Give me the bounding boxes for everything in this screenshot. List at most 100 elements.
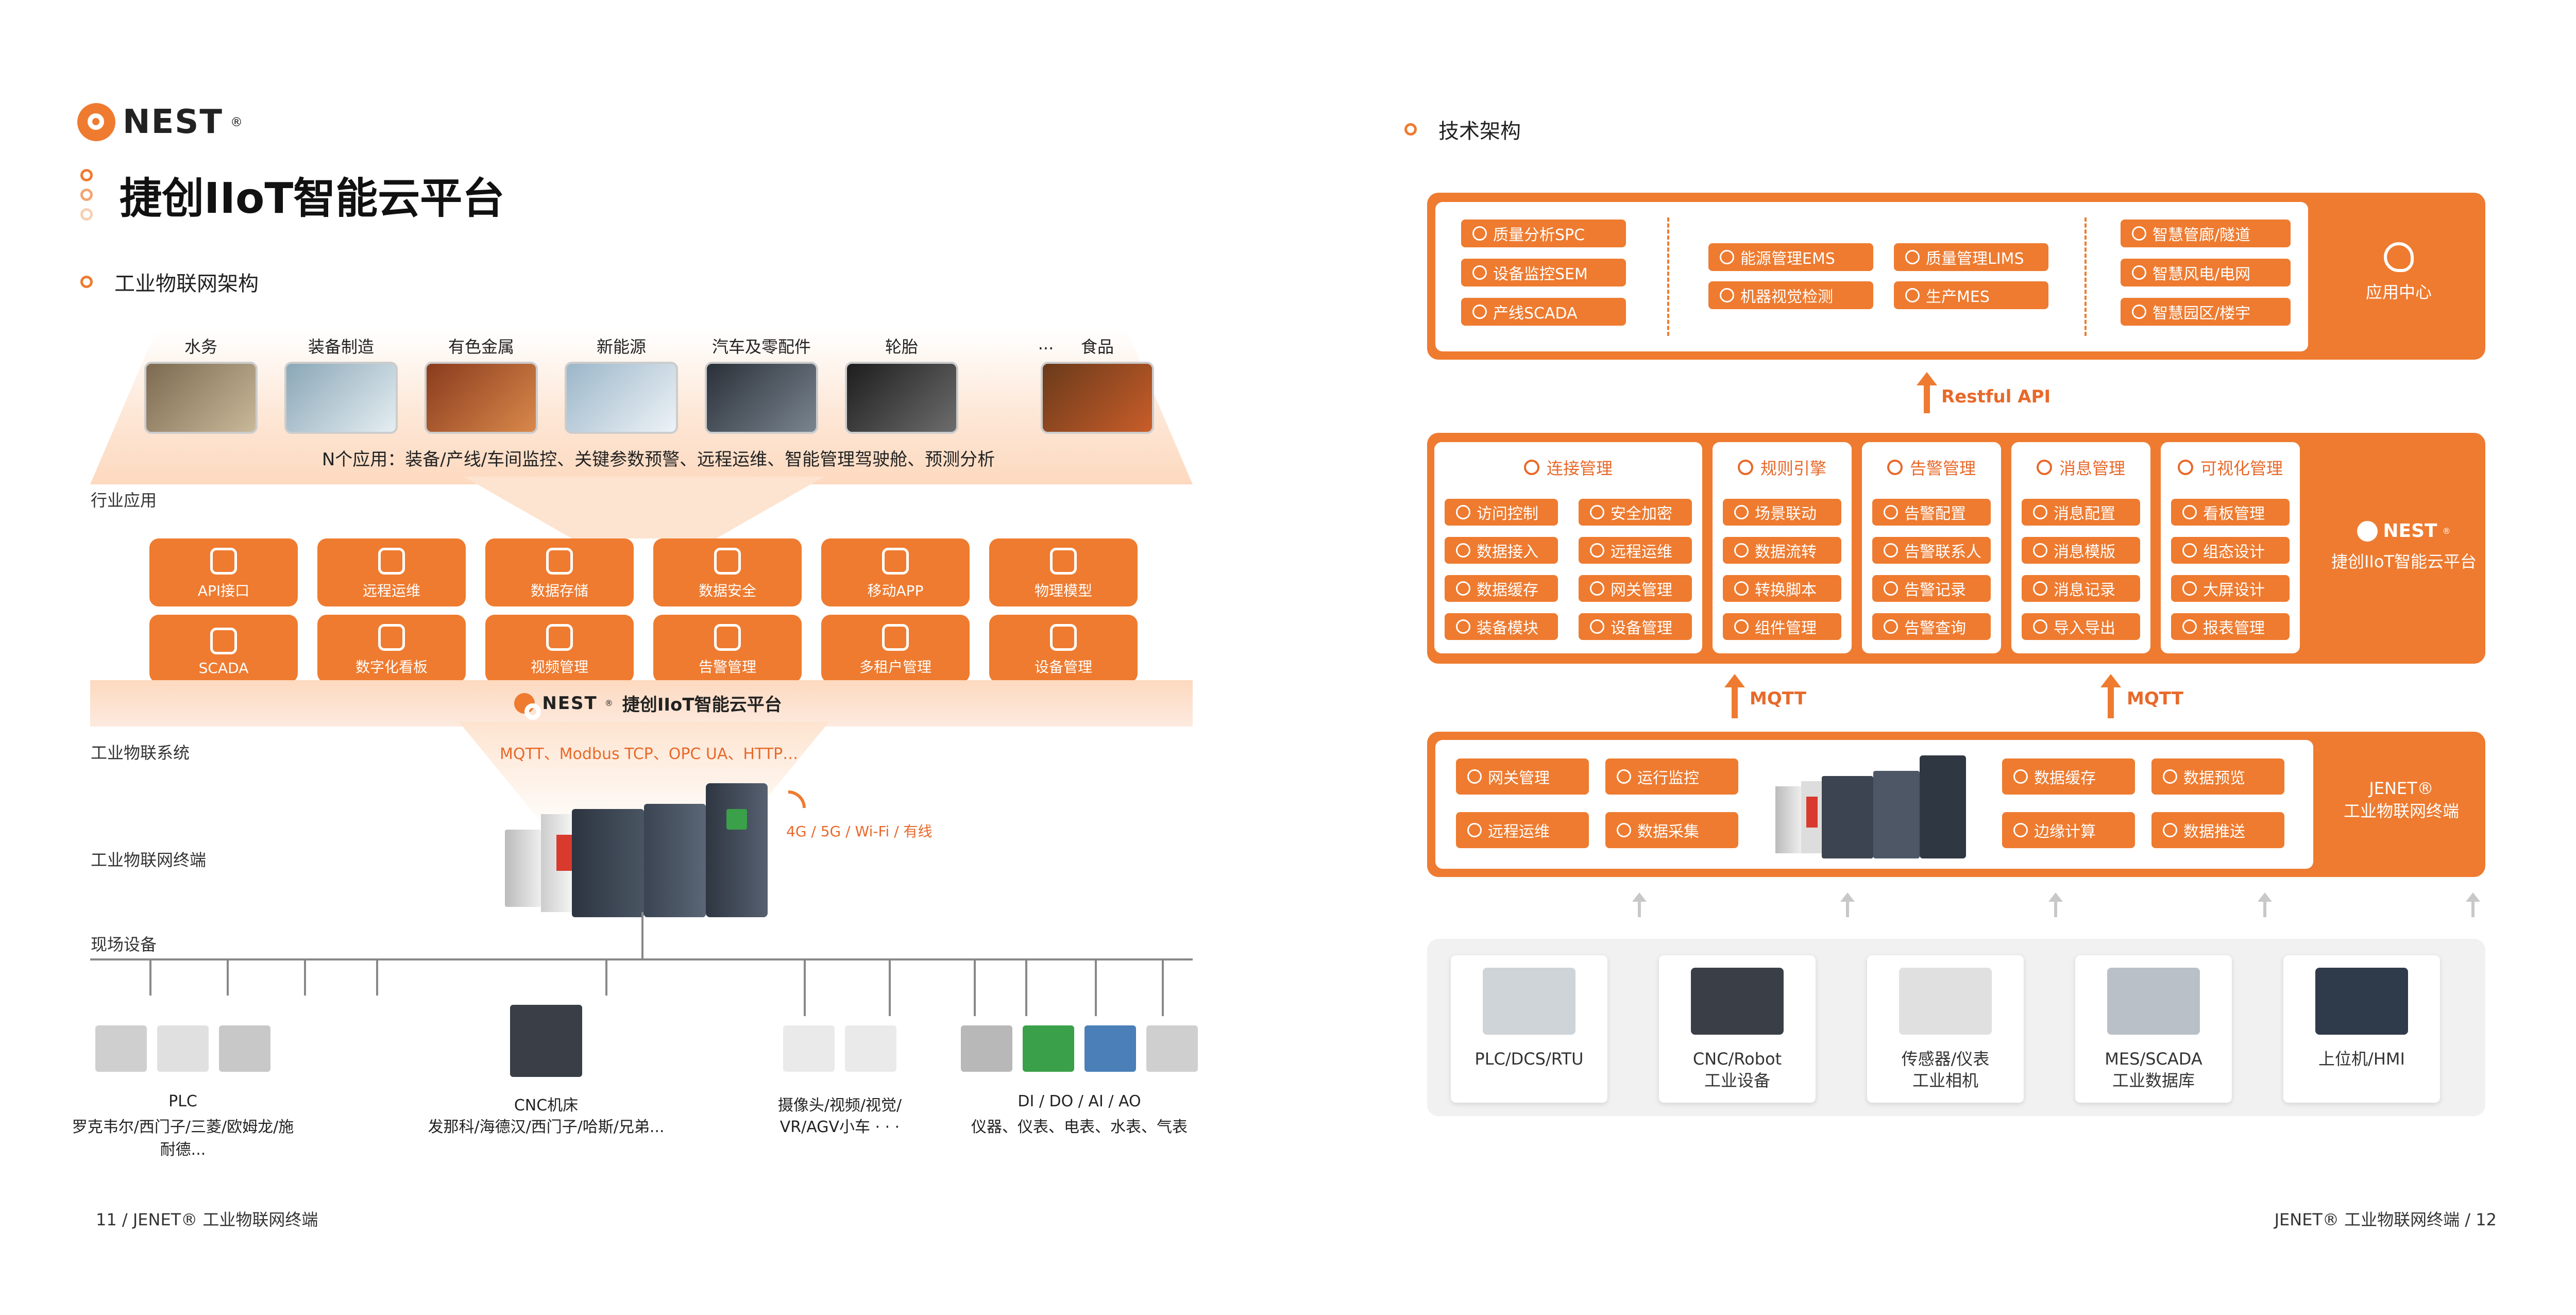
feature-tile[interactable]: 移动APP [821,538,970,606]
up-arrow [2048,892,2063,917]
field-device-image [157,1025,209,1072]
platform-pill[interactable]: 组态设计 [2171,537,2290,564]
platform-group-title: 规则引擎 [1760,459,1826,478]
feature-tile[interactable]: 远程运维 [317,538,466,606]
feature-icon [378,624,405,651]
platform-pill-icon [1734,543,1749,558]
feature-tile[interactable]: 数字化看板 [317,615,466,683]
platform-pill[interactable]: 告警查询 [1872,613,1991,640]
field-device-image [1146,1025,1198,1072]
head-gear-icon [2384,242,2414,272]
platform-pill-label: 安全加密 [1611,505,1672,523]
app-pill[interactable]: 智慧管廊/隧道 [2121,220,2291,247]
app-pill[interactable]: 质量分析SPC [1461,220,1626,247]
platform-pill[interactable]: 组件管理 [1723,613,1841,640]
app-pill[interactable]: 智慧园区/楼宇 [2121,298,2291,326]
industry-photo [1041,362,1154,434]
app-pill[interactable]: 生产MES [1894,281,2048,309]
terminal-pill[interactable]: 远程运维 [1456,812,1589,848]
nest-logo-small: NEST® [514,693,613,720]
feature-tile[interactable]: 物理模型 [989,538,1138,606]
app-center-card: 质量分析SPC 设备监控SEM 产线SCADA 能源管理EMS 机器视觉检测质量管理L… [1435,202,2308,351]
platform-pill[interactable]: 安全加密 [1579,499,1692,526]
platform-pill[interactable]: 设备管理 [1579,613,1692,640]
platform-pill[interactable]: 告警配置 [1872,499,1991,526]
platform-pill[interactable]: 消息配置 [2022,499,2140,526]
platform-label-right: 捷创IIoT智能云平台 [2331,552,2477,571]
app-pill[interactable]: 智慧风电/电网 [2121,259,2291,286]
terminal-pill[interactable]: 网关管理 [1456,758,1589,795]
feature-tile-label: SCADA [198,660,249,677]
app-pill-label: 智慧园区/楼宇 [2153,305,2251,323]
field-device-line1: CNC机床 [514,1097,579,1115]
feature-tile[interactable]: SCADA [149,615,298,683]
feature-tile[interactable]: 多租户管理 [821,615,970,683]
platform-pill[interactable]: 数据流转 [1723,537,1841,564]
app-pill[interactable]: 机器视觉检测 [1708,281,1873,309]
platform-pill[interactable]: 导入导出 [2022,613,2140,640]
platform-pill-icon [1456,581,1470,596]
platform-pill-label: 告警查询 [1904,619,1966,637]
feature-tile[interactable]: 设备管理 [989,615,1138,683]
platform-pill-icon [1734,581,1749,596]
terminal-pill[interactable]: 边缘计算 [2002,812,2135,848]
platform-pill[interactable]: 场景联动 [1723,499,1841,526]
field-device-image [219,1025,270,1072]
terminal-pill-label: 网关管理 [1488,769,1550,787]
platform-pill[interactable]: 数据接入 [1445,537,1558,564]
platform-pill[interactable]: 访问控制 [1445,499,1558,526]
terminal-pill[interactable]: 数据推送 [2151,812,2284,848]
platform-pill[interactable]: 消息记录 [2022,575,2140,602]
group-icon [1523,460,1539,475]
terminal-pill[interactable]: 数据采集 [1605,812,1738,848]
field-device-line1: 摄像头/视频/视觉/ [777,1097,902,1115]
feature-tile[interactable]: 告警管理 [653,615,802,683]
terminal-pill[interactable]: 数据预览 [2151,758,2284,795]
feature-tile[interactable]: 数据存储 [485,538,634,606]
platform-pill[interactable]: 告警记录 [1872,575,1991,602]
industry-photo [284,362,398,434]
field-device-images [752,1025,927,1077]
platform-pill[interactable]: 转换脚本 [1723,575,1841,602]
terminal-pill-icon [2013,769,2028,784]
platform-pill[interactable]: 看板管理 [2171,499,2290,526]
field-device-line1: PLC [168,1092,197,1110]
terminal-label: JENET® 工业物联网终端 [2343,779,2459,821]
industry-label: ... [1038,334,1054,353]
feature-tile[interactable]: 数据安全 [653,538,802,606]
platform-pill[interactable]: 大屏设计 [2171,575,2290,602]
platform-label: 捷创IIoT智能云平台 [622,695,782,715]
platform-groups: 连接管理访问控制数据接入数据缓存装备模块安全加密远程运维网关管理设备管理规则引擎… [1434,442,2331,653]
up-arrow [2466,892,2480,917]
terminal-pill[interactable]: 运行监控 [1605,758,1738,795]
page-title: 捷创IIoT智能云平台 [120,174,505,223]
feature-tile[interactable]: 视频管理 [485,615,634,683]
terminal-pill-label: 数据预览 [2183,769,2245,787]
terminal-pill-icon [1467,769,1482,784]
app-pill[interactable]: 产线SCADA [1461,298,1626,326]
platform-pill[interactable]: 网关管理 [1579,575,1692,602]
feature-tile[interactable]: API接口 [149,538,298,606]
platform-pill[interactable]: 数据缓存 [1445,575,1558,602]
platform-pill[interactable]: 消息模版 [2022,537,2140,564]
iot-terminal-hardware [505,783,778,917]
platform-pill[interactable]: 装备模块 [1445,613,1558,640]
platform-group: 消息管理消息配置消息模版消息记录导入导出 [2011,442,2150,653]
terminal-pill-label: 远程运维 [1488,823,1550,841]
app-pill[interactable]: 能源管理EMS [1708,243,1873,271]
terminal-pill[interactable]: 数据缓存 [2002,758,2135,795]
field-device-line2: VR/AGV小车 · · · [779,1118,900,1136]
platform-label-block: NEST® 捷创IIoT智能云平台 [2327,520,2481,572]
platform-pill[interactable]: 远程运维 [1579,537,1692,564]
drop-line [974,959,976,1016]
platform-pill[interactable]: 报表管理 [2171,613,2290,640]
platform-pill-label: 组态设计 [2203,543,2265,561]
industry-photo [144,362,258,434]
platform-pill[interactable]: 告警联系人 [1872,537,1991,564]
app-pill[interactable]: 质量管理LIMS [1894,243,2048,271]
device-card: 传感器/仪表工业相机 [1867,955,2024,1103]
platform-pill-icon [1884,619,1898,634]
industry-label: 轮胎 [885,337,918,357]
app-pill[interactable]: 设备监控SEM [1461,259,1626,286]
